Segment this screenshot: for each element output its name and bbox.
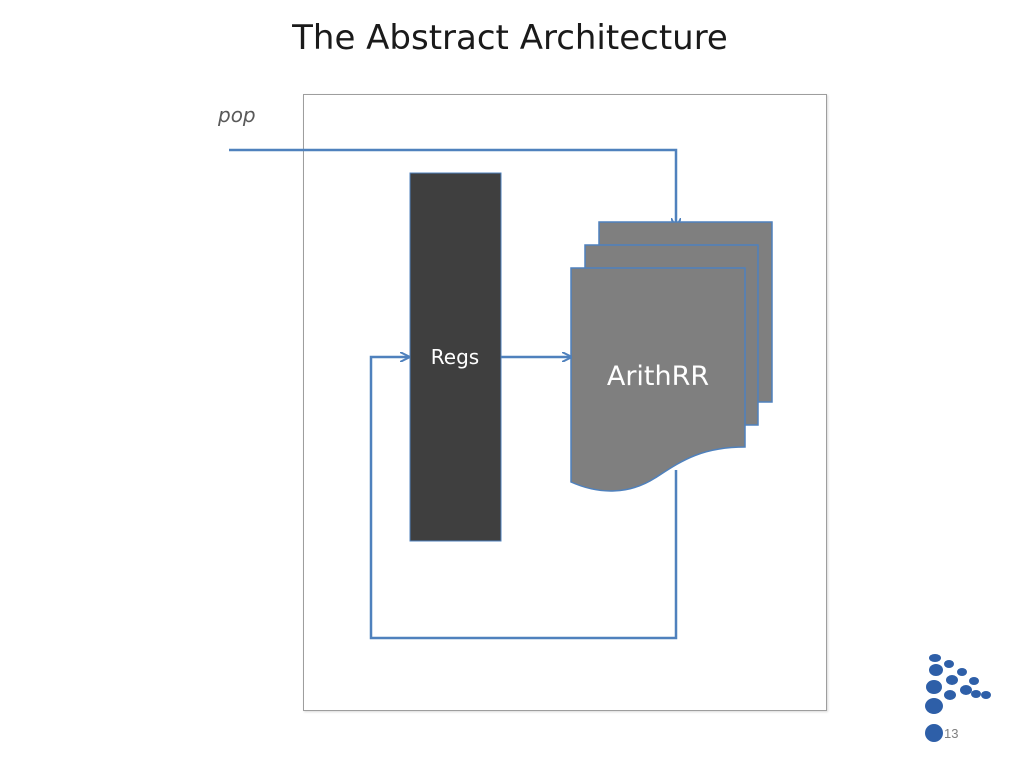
page-number: 13 [944,726,959,741]
pop-label: pop [218,103,256,127]
regs-block [409,172,502,542]
slide-title: The Abstract Architecture [292,18,728,58]
pop-arrow [229,148,676,226]
regs-label: Regs [431,345,479,369]
arith-label: ArithRR [607,361,709,392]
arith-doc-front [570,267,746,492]
dots-logo-icon [925,654,991,742]
feedback-arrow [369,357,678,640]
